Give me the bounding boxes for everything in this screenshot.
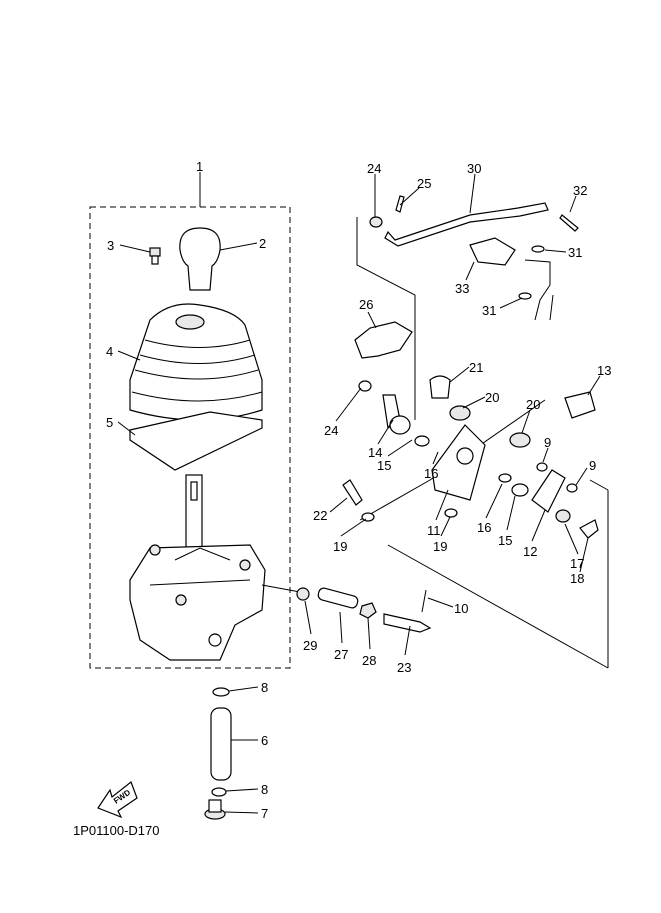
leader-line xyxy=(219,242,258,251)
leader-line xyxy=(367,311,377,329)
leader-line xyxy=(564,523,579,555)
callout-number: 20 xyxy=(485,390,499,405)
leader-line xyxy=(575,467,588,486)
leader-line xyxy=(432,451,439,465)
callout-number: 18 xyxy=(570,571,584,586)
callout-number: 19 xyxy=(333,539,347,554)
callout-number: 31 xyxy=(482,303,496,318)
leader-line xyxy=(435,489,449,521)
callout-number: 4 xyxy=(106,344,113,359)
leader-line xyxy=(449,366,470,383)
shift-rod xyxy=(369,195,579,321)
leader-line xyxy=(469,173,476,214)
callout-number: 33 xyxy=(455,281,469,296)
leader-line xyxy=(440,516,451,537)
callout-number: 11 xyxy=(427,523,441,538)
leader-line xyxy=(404,625,411,656)
leader-line xyxy=(225,788,259,792)
assembly-box xyxy=(89,206,291,669)
leader-line xyxy=(465,261,475,281)
callout-number: 10 xyxy=(454,601,468,616)
leader-line xyxy=(569,195,577,213)
leader-line xyxy=(531,509,546,542)
leader-line xyxy=(335,387,362,422)
leader-line xyxy=(579,537,589,573)
callout-number: 20 xyxy=(526,397,540,412)
callout-number: 7 xyxy=(261,806,268,821)
leader-line xyxy=(117,421,136,436)
screw xyxy=(149,247,161,265)
gasket-plate xyxy=(129,411,263,471)
diagram-code: 1P01100-D170 xyxy=(73,823,160,838)
callout-number: 26 xyxy=(359,297,373,312)
leader-lines xyxy=(117,172,601,814)
callout-number: 13 xyxy=(597,363,611,378)
callout-number: 24 xyxy=(367,161,381,176)
pipe-assembly xyxy=(204,687,232,820)
callout-number: 31 xyxy=(568,245,582,260)
leader-line xyxy=(485,483,503,519)
leader-line xyxy=(367,617,371,650)
leader-line xyxy=(119,244,151,253)
leader-line xyxy=(462,396,486,409)
callout-number: 3 xyxy=(107,238,114,253)
shift-lever-housing xyxy=(129,474,301,661)
callout-number: 27 xyxy=(334,647,348,662)
rubber-boot xyxy=(129,303,263,421)
leader-line xyxy=(224,811,259,814)
leader-line xyxy=(340,518,367,537)
callout-number: 22 xyxy=(313,508,327,523)
callout-number: 2 xyxy=(259,236,266,251)
callout-number: 21 xyxy=(469,360,483,375)
callout-number: 8 xyxy=(261,782,268,797)
callout-number: 9 xyxy=(544,435,551,450)
callout-number: 14 xyxy=(368,445,382,460)
leader-line xyxy=(377,419,394,445)
callout-number: 1 xyxy=(196,159,203,174)
leader-line xyxy=(329,497,348,513)
callout-number: 19 xyxy=(433,539,447,554)
callout-number: 24 xyxy=(324,423,338,438)
callout-number: 5 xyxy=(106,415,113,430)
leader-line xyxy=(117,350,141,361)
callout-number: 32 xyxy=(573,183,587,198)
leader-line xyxy=(506,495,516,531)
callout-number: 16 xyxy=(477,520,491,535)
callout-number: 12 xyxy=(523,544,537,559)
callout-number: 16 xyxy=(424,466,438,481)
callout-number: 6 xyxy=(261,733,268,748)
callout-number: 15 xyxy=(377,458,391,473)
callout-number: 8 xyxy=(261,680,268,695)
leader-line xyxy=(387,439,413,457)
fwd-arrow: FWD xyxy=(97,781,138,819)
callout-number: 15 xyxy=(498,533,512,548)
leader-line xyxy=(542,447,549,463)
callout-number: 17 xyxy=(570,556,584,571)
callout-number: 23 xyxy=(397,660,411,675)
callout-number: 30 xyxy=(467,161,481,176)
callout-number: 29 xyxy=(303,638,317,653)
leader-line xyxy=(339,611,343,644)
linkage-parts xyxy=(296,321,599,633)
leader-line xyxy=(304,600,312,635)
callout-number: 25 xyxy=(417,176,431,191)
leader-line xyxy=(427,597,454,608)
leader-line xyxy=(521,409,531,434)
leader-line xyxy=(544,249,567,253)
leader-line xyxy=(399,187,420,206)
shift-knob xyxy=(179,227,221,291)
callout-number: 9 xyxy=(589,458,596,473)
leader-line xyxy=(228,686,259,692)
leader-line xyxy=(499,297,523,309)
leader-line xyxy=(587,375,601,396)
callout-number: 28 xyxy=(362,653,376,668)
